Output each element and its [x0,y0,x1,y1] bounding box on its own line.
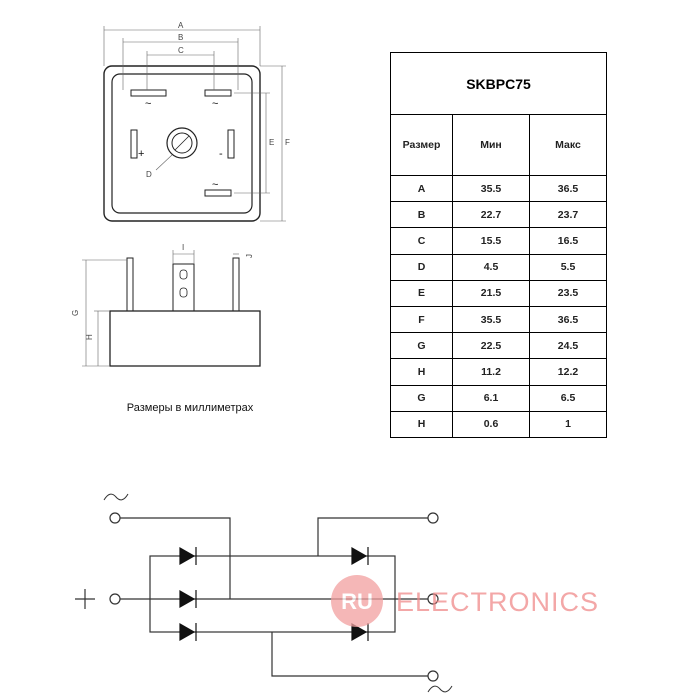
cell-size: F [390,305,453,334]
cell-max: 24.5 [528,332,608,360]
cell-max: 36.5 [528,305,608,334]
header-min: Мин [452,114,530,176]
cell-min: 21.5 [452,279,530,307]
header-size: Размер [390,114,453,176]
cell-min: 15.5 [452,227,530,255]
cell-size: G [390,332,453,360]
cell-min: 0.6 [452,410,530,439]
caption: Размеры в миллиметрах [126,402,254,414]
dim-label-e: E [269,138,274,147]
watermark-text: ELECTRONICS [396,587,599,617]
cell-max: 6.5 [528,384,608,412]
dim-label-c: C [178,46,184,55]
dim-label-b: B [178,33,183,42]
cell-size: H [390,358,453,386]
pin-ac-top-right: ~ [212,98,218,110]
cell-size: B [390,201,453,229]
cell-min: 35.5 [452,305,530,334]
pin-ac-bottom: ~ [212,179,218,191]
pin-ac-top-left: ~ [145,98,151,110]
dim-label-h: H [85,334,94,340]
watermark-logo-text: RU [341,589,373,614]
cell-size: D [390,253,453,281]
cell-min: 6.1 [452,384,530,412]
dim-label-f: F [285,138,290,147]
cell-min: 35.5 [452,174,530,203]
cell-max: 36.5 [528,174,608,203]
cell-min: 11.2 [452,358,530,386]
dim-label-j: J [245,254,254,258]
cell-size: G [390,384,453,412]
package-side-view [82,250,261,367]
diode-bottom-right [351,622,369,642]
cell-max: 12.2 [528,358,608,386]
cell-max: 23.5 [528,279,608,307]
bridge-schematic [109,512,439,682]
dim-label-d: D [146,170,152,179]
cell-max: 1 [528,410,608,439]
cell-min: 22.5 [452,332,530,360]
pin-plus: + [138,148,144,160]
cell-min: 4.5 [452,253,530,281]
cell-min: 22.7 [452,201,530,229]
plus-symbol-icon [75,589,95,609]
package-top-view [103,26,286,222]
cell-max: 23.7 [528,201,608,229]
cell-size: C [390,227,453,255]
cell-max: 16.5 [528,227,608,255]
dim-label-a: A [178,21,184,30]
cell-max: 5.5 [528,253,608,281]
diode-bottom-left [179,622,197,642]
ac-symbol-top-icon [103,493,129,501]
diode-top-right [351,546,369,566]
cell-size: A [390,174,453,203]
table-title: SKBPC75 [389,51,608,116]
cell-size: E [390,279,453,307]
cell-size: H [390,410,453,439]
dim-label-i: I [182,243,184,252]
pin-minus: - [219,148,223,160]
ac-symbol-bottom-icon [427,685,453,693]
diode-middle-left [179,589,197,609]
diode-top-left [179,546,197,566]
dim-label-g: G [71,310,80,316]
header-max: Макс [528,114,608,176]
watermark: RU ELECTRONICS [331,575,599,627]
